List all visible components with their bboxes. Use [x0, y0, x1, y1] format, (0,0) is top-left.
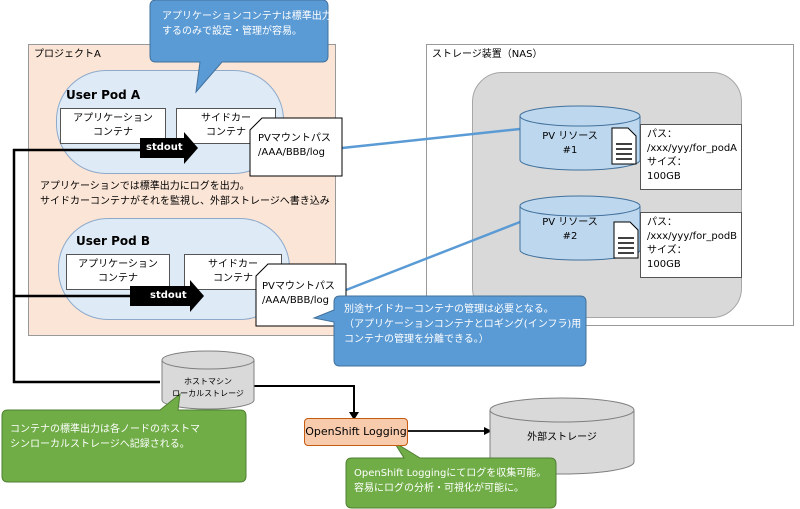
host-storage-cylinder [161, 350, 255, 410]
project-a-title: プロジェクトA [34, 49, 101, 60]
pod-b-sidecar-line2: コンテナ [213, 273, 253, 284]
document-icon-pv1 [611, 127, 637, 165]
pv1-name-line1: PV リソース [542, 131, 598, 142]
stdout-a-arrow [140, 132, 198, 164]
pv2-name: PV リソース #2 [534, 216, 606, 244]
host-storage-line2: ローカルストレージ [172, 389, 244, 398]
pv2-info-line2: /xxx/yyy/for_podB [647, 231, 738, 242]
pod-b-app-line2: コンテナ [98, 273, 138, 284]
callout-middle-line1: 別途サイドカーコンテナの管理は必要となる。 [344, 304, 554, 315]
callout-logging-line2: 容易にログの分析・可視化が可能に。 [354, 483, 524, 494]
callout-top-line2: するのみで設定・管理が容易。 [162, 26, 302, 37]
pv1-info-line4: 100GB [647, 171, 681, 182]
callout-middle-text: 別途サイドカーコンテナの管理は必要となる。 （アプリケーションコンテナとロギング… [344, 302, 581, 347]
openshift-logging-box: OpenShift Logging [304, 418, 408, 446]
host-to-logging-arrowhead [349, 412, 359, 420]
pod-a-sidecar-line2: コンテナ [206, 127, 246, 138]
pod-b-app-line1: アプリケーション [78, 259, 158, 270]
pod-a-sidecar-line1: サイドカー [201, 113, 251, 124]
pv2-name-line2: #2 [562, 231, 578, 242]
host-storage-line1: ホストマシン [184, 377, 232, 386]
pv1-info-line3: サイズ： [647, 157, 687, 168]
host-to-logging-path [254, 385, 355, 414]
callout-middle-line2: （アプリケーションコンテナとロギング(インフラ)用 [344, 319, 582, 330]
pv2-info-line1: パス： [647, 217, 677, 228]
pv2-name-line1: PV リソース [542, 217, 598, 228]
pv1-info-line2: /xxx/yyy/for_podA [647, 143, 738, 154]
project-note-line2: サイドカーコンテナがそれを監視し、外部ストレージへ書き込み [40, 196, 330, 207]
pv1-name: PV リソース #1 [534, 130, 606, 158]
host-storage-label: ホストマシン ローカルストレージ [162, 376, 254, 400]
pv2-info-box: パス： /xxx/yyy/for_podB サイズ： 100GB [640, 212, 742, 278]
callout-logging-line1: OpenShift Loggingにてログを収集可能。 [354, 468, 547, 479]
external-storage-label: 外部ストレージ [527, 432, 597, 443]
pv-mount-b-shape [255, 263, 347, 327]
callout-top-text: アプリケーションコンテナは標準出力 するのみで設定・管理が容易。 [162, 9, 332, 39]
callout-top-shape [149, 0, 329, 94]
pod-a-title: User Pod A [66, 88, 141, 102]
nas-title: ストレージ装置（NAS） [432, 49, 543, 60]
pv-mount-b-line2: /AAA/BBB/log [262, 295, 330, 306]
pv2-cylinder [519, 195, 641, 261]
pv-b-link-line [345, 220, 521, 292]
callout-logging-text: OpenShift Loggingにてログを収集可能。 容易にログの分析・可視化… [354, 466, 546, 496]
pv-a-link-line [341, 127, 521, 150]
pv-mount-a-text: PVマウントパス /AAA/BBB/log [258, 132, 331, 160]
pv-mount-a-shape [249, 117, 343, 177]
document-icon-pv2 [613, 221, 639, 259]
callout-logging-shape [345, 441, 557, 509]
pod-b-sidecar-line1: サイドカー [208, 259, 258, 270]
pod-b-title: User Pod B [76, 234, 151, 248]
stdout-b-arrow [130, 280, 204, 312]
logging-to-external-arrowhead [484, 427, 492, 435]
pv-mount-b-line1: PVマウントパス [262, 281, 335, 292]
pod-a-app-line1: アプリケーション [73, 113, 153, 124]
pv1-info-line1: パス： [647, 129, 677, 140]
pv-mount-a-line1: PVマウントパス [258, 133, 331, 144]
pod-b-app-container: アプリケーション コンテナ [66, 254, 170, 290]
pod-a-app-line2: コンテナ [93, 127, 133, 138]
project-note-line1: アプリケーションでは標準出力にログを出力。 [40, 181, 250, 192]
pv-mount-b-text: PVマウントパス /AAA/BBB/log [262, 280, 335, 308]
callout-top-line1: アプリケーションコンテナは標準出力 [162, 11, 332, 22]
pv1-name-line2: #1 [562, 145, 578, 156]
pv2-info-line3: サイズ： [647, 245, 687, 256]
stdout-to-host-path [12, 148, 160, 384]
stdout-a-label: stdout [146, 142, 183, 153]
pv2-info-line4: 100GB [647, 259, 681, 270]
pod-a-app-container: アプリケーション コンテナ [60, 108, 166, 144]
stdout-b-label: stdout [150, 290, 187, 301]
callout-middle-shape [312, 295, 587, 367]
callout-host-shape [1, 392, 247, 483]
pv1-info-box: パス： /xxx/yyy/for_podA サイズ： 100GB [640, 124, 742, 190]
callout-middle-line3: コンテナの管理を分離できる。） [344, 334, 489, 345]
callout-host-line2: シンローカルストレージへ記録される。 [10, 439, 190, 450]
pv-mount-a-line2: /AAA/BBB/log [258, 147, 326, 158]
pv1-cylinder [519, 105, 641, 171]
callout-host-line1: コンテナの標準出力は各ノードのホストマ [10, 424, 200, 435]
callout-host-text: コンテナの標準出力は各ノードのホストマ シンローカルストレージへ記録される。 [10, 422, 200, 452]
